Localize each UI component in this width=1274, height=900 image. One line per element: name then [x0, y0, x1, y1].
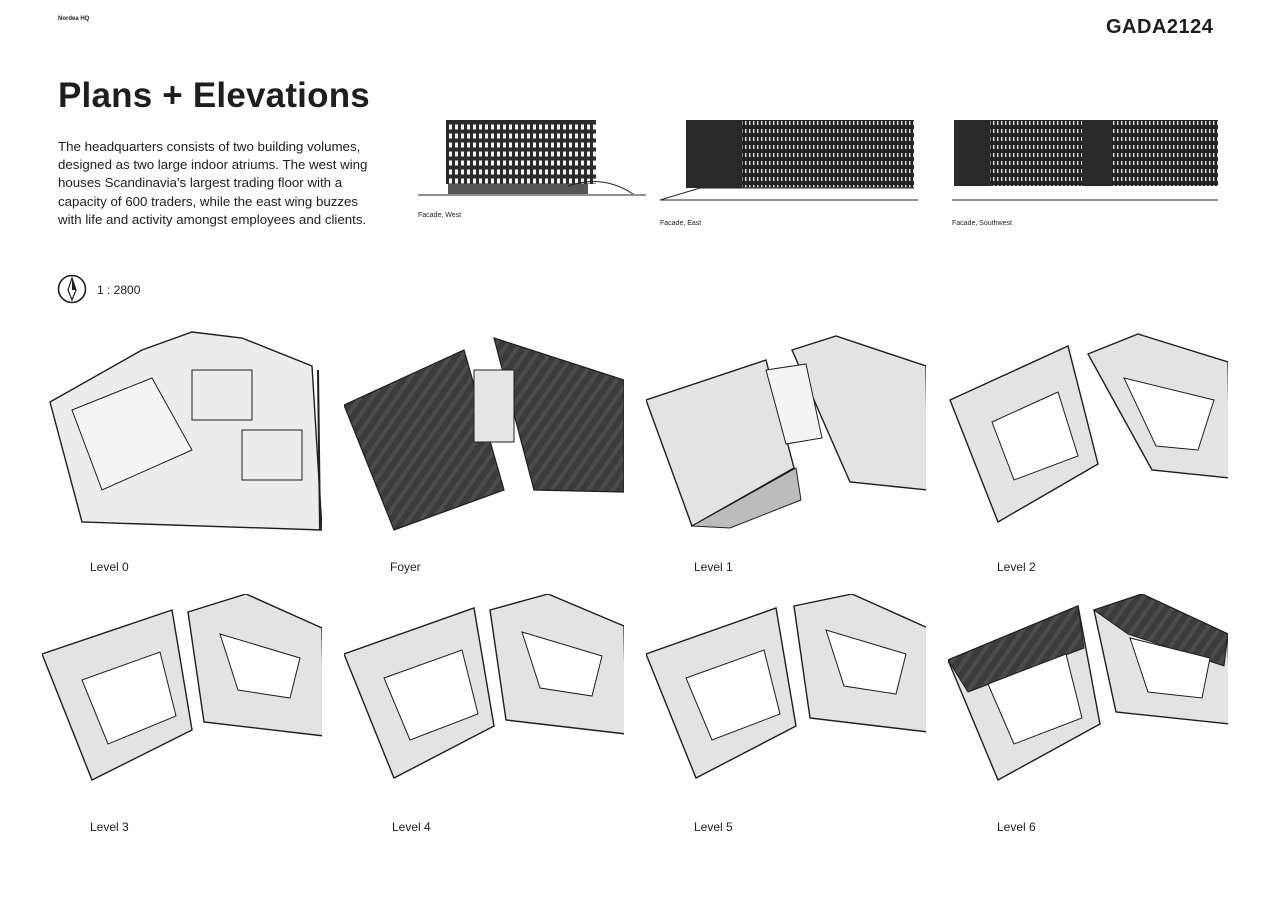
plan-caption: Level 4 [392, 820, 431, 834]
north-arrow-icon [57, 274, 87, 304]
plan-caption: Level 2 [997, 560, 1036, 574]
plan-caption: Foyer [390, 560, 421, 574]
plan-caption: Level 5 [694, 820, 733, 834]
elevation-caption: Facade, Southwest [952, 220, 1012, 227]
page-title: Plans + Elevations [58, 76, 370, 115]
plan-level-1 [646, 335, 926, 529]
scale-label: 1 : 2800 [97, 283, 141, 297]
plan-level-4 [344, 594, 624, 779]
project-name: Nordea HQ [58, 16, 90, 22]
plan-foyer [344, 337, 624, 531]
elevation-east-drawing [660, 120, 918, 201]
plan-level-5 [646, 594, 926, 779]
document-code: GADA2124 [1106, 16, 1214, 38]
elevation-west-drawing [418, 120, 646, 196]
intro-paragraph: The headquarters consists of two buildin… [58, 139, 368, 227]
elevation-caption: Facade, East [660, 220, 702, 227]
plan-level-3 [42, 594, 322, 781]
plan-level-0 [49, 331, 322, 531]
plan-caption: Level 6 [997, 820, 1036, 834]
plan-caption: Level 1 [694, 560, 733, 574]
plan-level-2 [949, 333, 1228, 524]
plan-level-6 [948, 594, 1228, 781]
plan-caption: Level 3 [90, 820, 129, 834]
plan-caption: Level 0 [90, 560, 129, 574]
elevation-southwest-drawing [952, 120, 1218, 201]
elevation-caption: Facade, West [418, 212, 462, 219]
